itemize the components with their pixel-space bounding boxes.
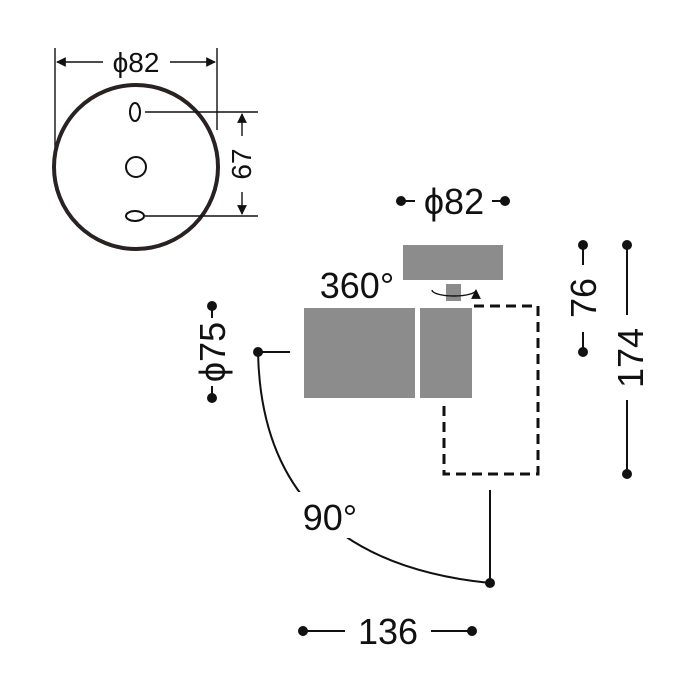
rotation-arrow-icon <box>431 289 481 299</box>
canopy-dim-dot-right <box>500 196 510 206</box>
canopy-body <box>403 245 503 280</box>
head-dim-dot-bottom <box>207 393 217 403</box>
tilt-label-background <box>294 492 366 538</box>
total-height-dot-bottom <box>622 469 632 479</box>
mounting-hole-bottom <box>125 210 145 222</box>
ceiling-plate-circle <box>52 83 220 251</box>
side-view: ϕ82 360° ϕ75 76 174 <box>192 181 651 652</box>
stem <box>446 284 461 301</box>
head-front-body <box>304 308 415 398</box>
tilt-label: 90° <box>303 497 357 538</box>
projection-dot-right <box>467 626 477 636</box>
total-height-label: 174 <box>610 328 651 388</box>
tilted-head-outline <box>442 304 540 476</box>
center-hole <box>125 156 147 178</box>
tilt-dot-end <box>485 578 495 588</box>
canopy-height-label: 76 <box>563 278 604 318</box>
top-view: ϕ82 67 <box>52 47 258 251</box>
projection-label: 136 <box>358 611 418 652</box>
head-rear-body <box>420 308 472 398</box>
hole-spacing-label: 67 <box>226 148 257 179</box>
canopy-height-dot-bottom <box>578 347 588 357</box>
mounting-hole-top <box>129 102 141 122</box>
head-diameter-label: ϕ75 <box>192 322 233 382</box>
top-diameter-label: ϕ82 <box>113 47 160 78</box>
canopy-diameter-label: ϕ82 <box>424 181 484 222</box>
rotation-label: 360° <box>320 265 394 306</box>
